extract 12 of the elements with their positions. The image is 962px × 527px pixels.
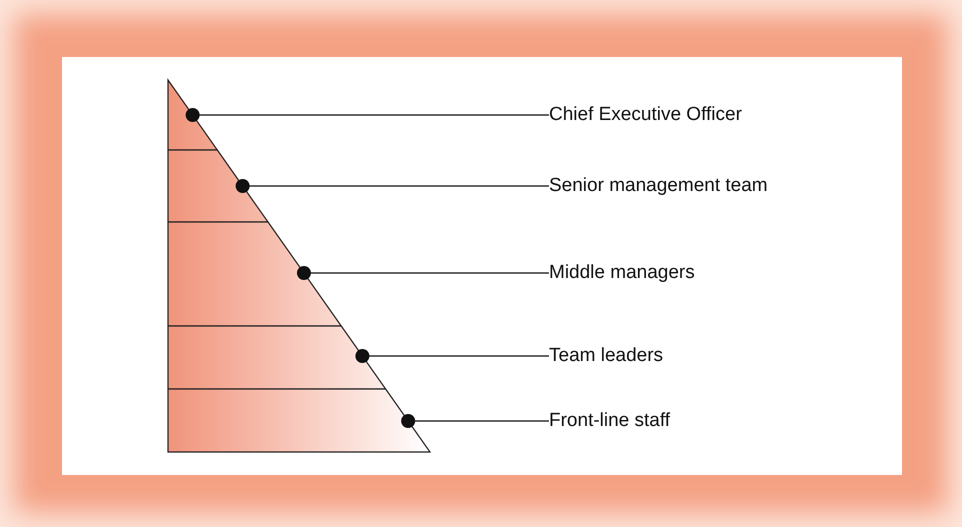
leader-line — [355, 349, 549, 363]
triangle-band — [167, 78, 218, 151]
level-label: Team leaders — [549, 345, 664, 367]
level-label: Chief Executive Officer — [549, 104, 742, 126]
trapezoid-band — [167, 388, 432, 453]
level-label: Middle managers — [549, 262, 695, 284]
leader-line — [401, 414, 549, 428]
leader-line — [296, 266, 549, 280]
leader-line — [236, 179, 549, 193]
level-label: Senior management team — [549, 175, 768, 197]
level-label: Front-line staff — [549, 410, 670, 432]
leader-line — [186, 108, 549, 122]
